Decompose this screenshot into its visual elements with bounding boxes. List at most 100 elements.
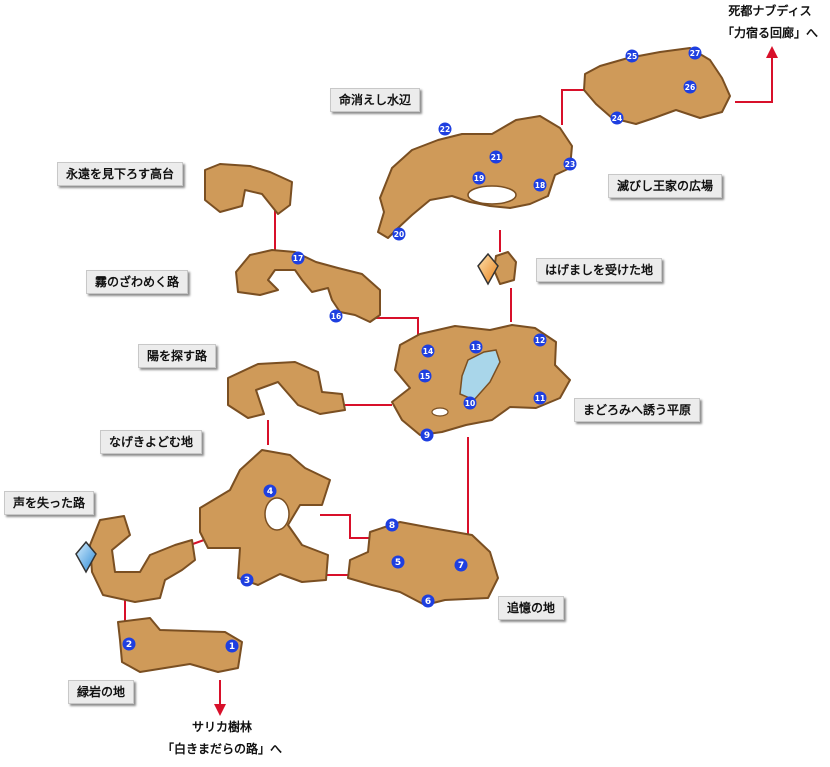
nageki-hole	[264, 497, 290, 531]
marker-dot	[122, 637, 136, 651]
marker-dot	[438, 122, 452, 136]
map-marker-19: 19	[472, 171, 486, 185]
exit-north: 死都ナブディス 「力宿る回廊」へ	[712, 4, 828, 40]
map-marker-6: 6	[421, 594, 435, 608]
map-marker-2: 2	[122, 637, 136, 651]
map-marker-15: 15	[418, 369, 432, 383]
marker-number: 14	[423, 347, 433, 356]
marker-number: 15	[420, 372, 430, 381]
marker-number: 2	[126, 640, 132, 650]
land-hi	[227, 361, 346, 419]
map-marker-25: 25	[625, 49, 639, 63]
marker-number: 5	[395, 558, 401, 568]
paths	[124, 56, 773, 706]
marker-number: 9	[424, 431, 430, 441]
map-marker-13: 13	[469, 340, 483, 354]
path-inochi-to-horobi	[561, 89, 585, 125]
map-marker-4: 4	[263, 484, 277, 498]
map-marker-10: 10	[463, 396, 477, 410]
exit-south-line1: サリカ樹林	[191, 720, 252, 734]
marker-number: 3	[244, 576, 250, 586]
marker-dot	[392, 227, 406, 241]
marker-number: 21	[491, 153, 501, 162]
label-tsuioku: 追憶の地	[498, 596, 565, 620]
arrow-north	[766, 46, 778, 58]
land-details	[264, 185, 517, 531]
marker-dot	[391, 555, 405, 569]
exit-north-line2: 「力宿る回廊」へ	[721, 26, 818, 40]
marker-number: 10	[465, 399, 475, 408]
marker-dot	[610, 111, 624, 125]
marker-dot	[240, 573, 254, 587]
label-madoromi: まどろみへ誘う平原	[574, 398, 701, 422]
marker-number: 19	[474, 174, 484, 183]
label-horobi: 滅びし王家の広場	[608, 174, 723, 198]
marker-number: 1	[229, 642, 235, 652]
marker-dot	[683, 80, 697, 94]
marker-number: 6	[425, 597, 431, 607]
map-marker-14: 14	[421, 344, 435, 358]
label-inochi: 命消えし水辺	[330, 88, 421, 112]
label-hi: 陽を探す路	[138, 344, 217, 368]
map-marker-11: 11	[533, 391, 547, 405]
land-ryokugan	[117, 617, 243, 673]
label-hagemashi: はげましを受けた地	[536, 258, 663, 282]
map-marker-21: 21	[489, 150, 503, 164]
marker-dot	[421, 594, 435, 608]
marker-dot	[533, 178, 547, 192]
marker-dot	[420, 428, 434, 442]
exit-south: サリカ樹林 「白きまだらの路」へ	[152, 720, 292, 756]
map-marker-8: 8	[385, 518, 399, 532]
marker-number: 23	[565, 160, 575, 169]
orange-crystal-icon	[477, 252, 499, 286]
marker-number: 26	[685, 83, 695, 92]
map-marker-9: 9	[420, 428, 434, 442]
land-eien	[204, 163, 293, 215]
lake	[459, 349, 501, 401]
map-marker-18: 18	[533, 178, 547, 192]
label-koe: 声を失った路	[4, 491, 95, 515]
marker-dot	[225, 639, 239, 653]
marker-dot	[688, 46, 702, 60]
marker-dot	[385, 518, 399, 532]
arrow-south	[214, 704, 226, 716]
marker-dot	[421, 344, 435, 358]
path-north-exit	[735, 56, 773, 103]
marker-number: 7	[458, 561, 464, 571]
marker-number: 22	[440, 125, 450, 134]
map-marker-7: 7	[454, 558, 468, 572]
marker-number: 24	[612, 114, 622, 123]
marker-dot	[329, 309, 343, 323]
markers: 1234567891011121314151617181920212223242…	[122, 46, 702, 653]
map-marker-16: 16	[329, 309, 343, 323]
marker-number: 20	[394, 230, 404, 239]
map-marker-22: 22	[438, 122, 452, 136]
map-marker-5: 5	[391, 555, 405, 569]
marker-number: 12	[535, 336, 545, 345]
map-marker-1: 1	[225, 639, 239, 653]
marker-number: 4	[267, 487, 273, 497]
blue-crystal-icon	[75, 540, 97, 574]
land-tsuioku	[347, 521, 499, 606]
label-kiri: 霧のざわめく路	[86, 270, 189, 294]
marker-dot	[454, 558, 468, 572]
land-horobi	[583, 47, 731, 125]
marker-dot	[533, 333, 547, 347]
marker-dot	[463, 396, 477, 410]
inochi-hole	[467, 185, 517, 205]
marker-dot	[291, 251, 305, 265]
map-marker-27: 27	[688, 46, 702, 60]
marker-number: 18	[535, 181, 545, 190]
madoromi-hole	[431, 407, 449, 417]
map-marker-24: 24	[610, 111, 624, 125]
land-koe	[89, 515, 196, 603]
marker-number: 25	[627, 52, 637, 61]
map-marker-12: 12	[533, 333, 547, 347]
exit-arrows	[214, 46, 778, 716]
path-nageki-to-tsuioku-a	[320, 514, 372, 539]
marker-dot	[469, 340, 483, 354]
marker-number: 8	[389, 521, 395, 531]
marker-dot	[625, 49, 639, 63]
marker-dot	[263, 484, 277, 498]
